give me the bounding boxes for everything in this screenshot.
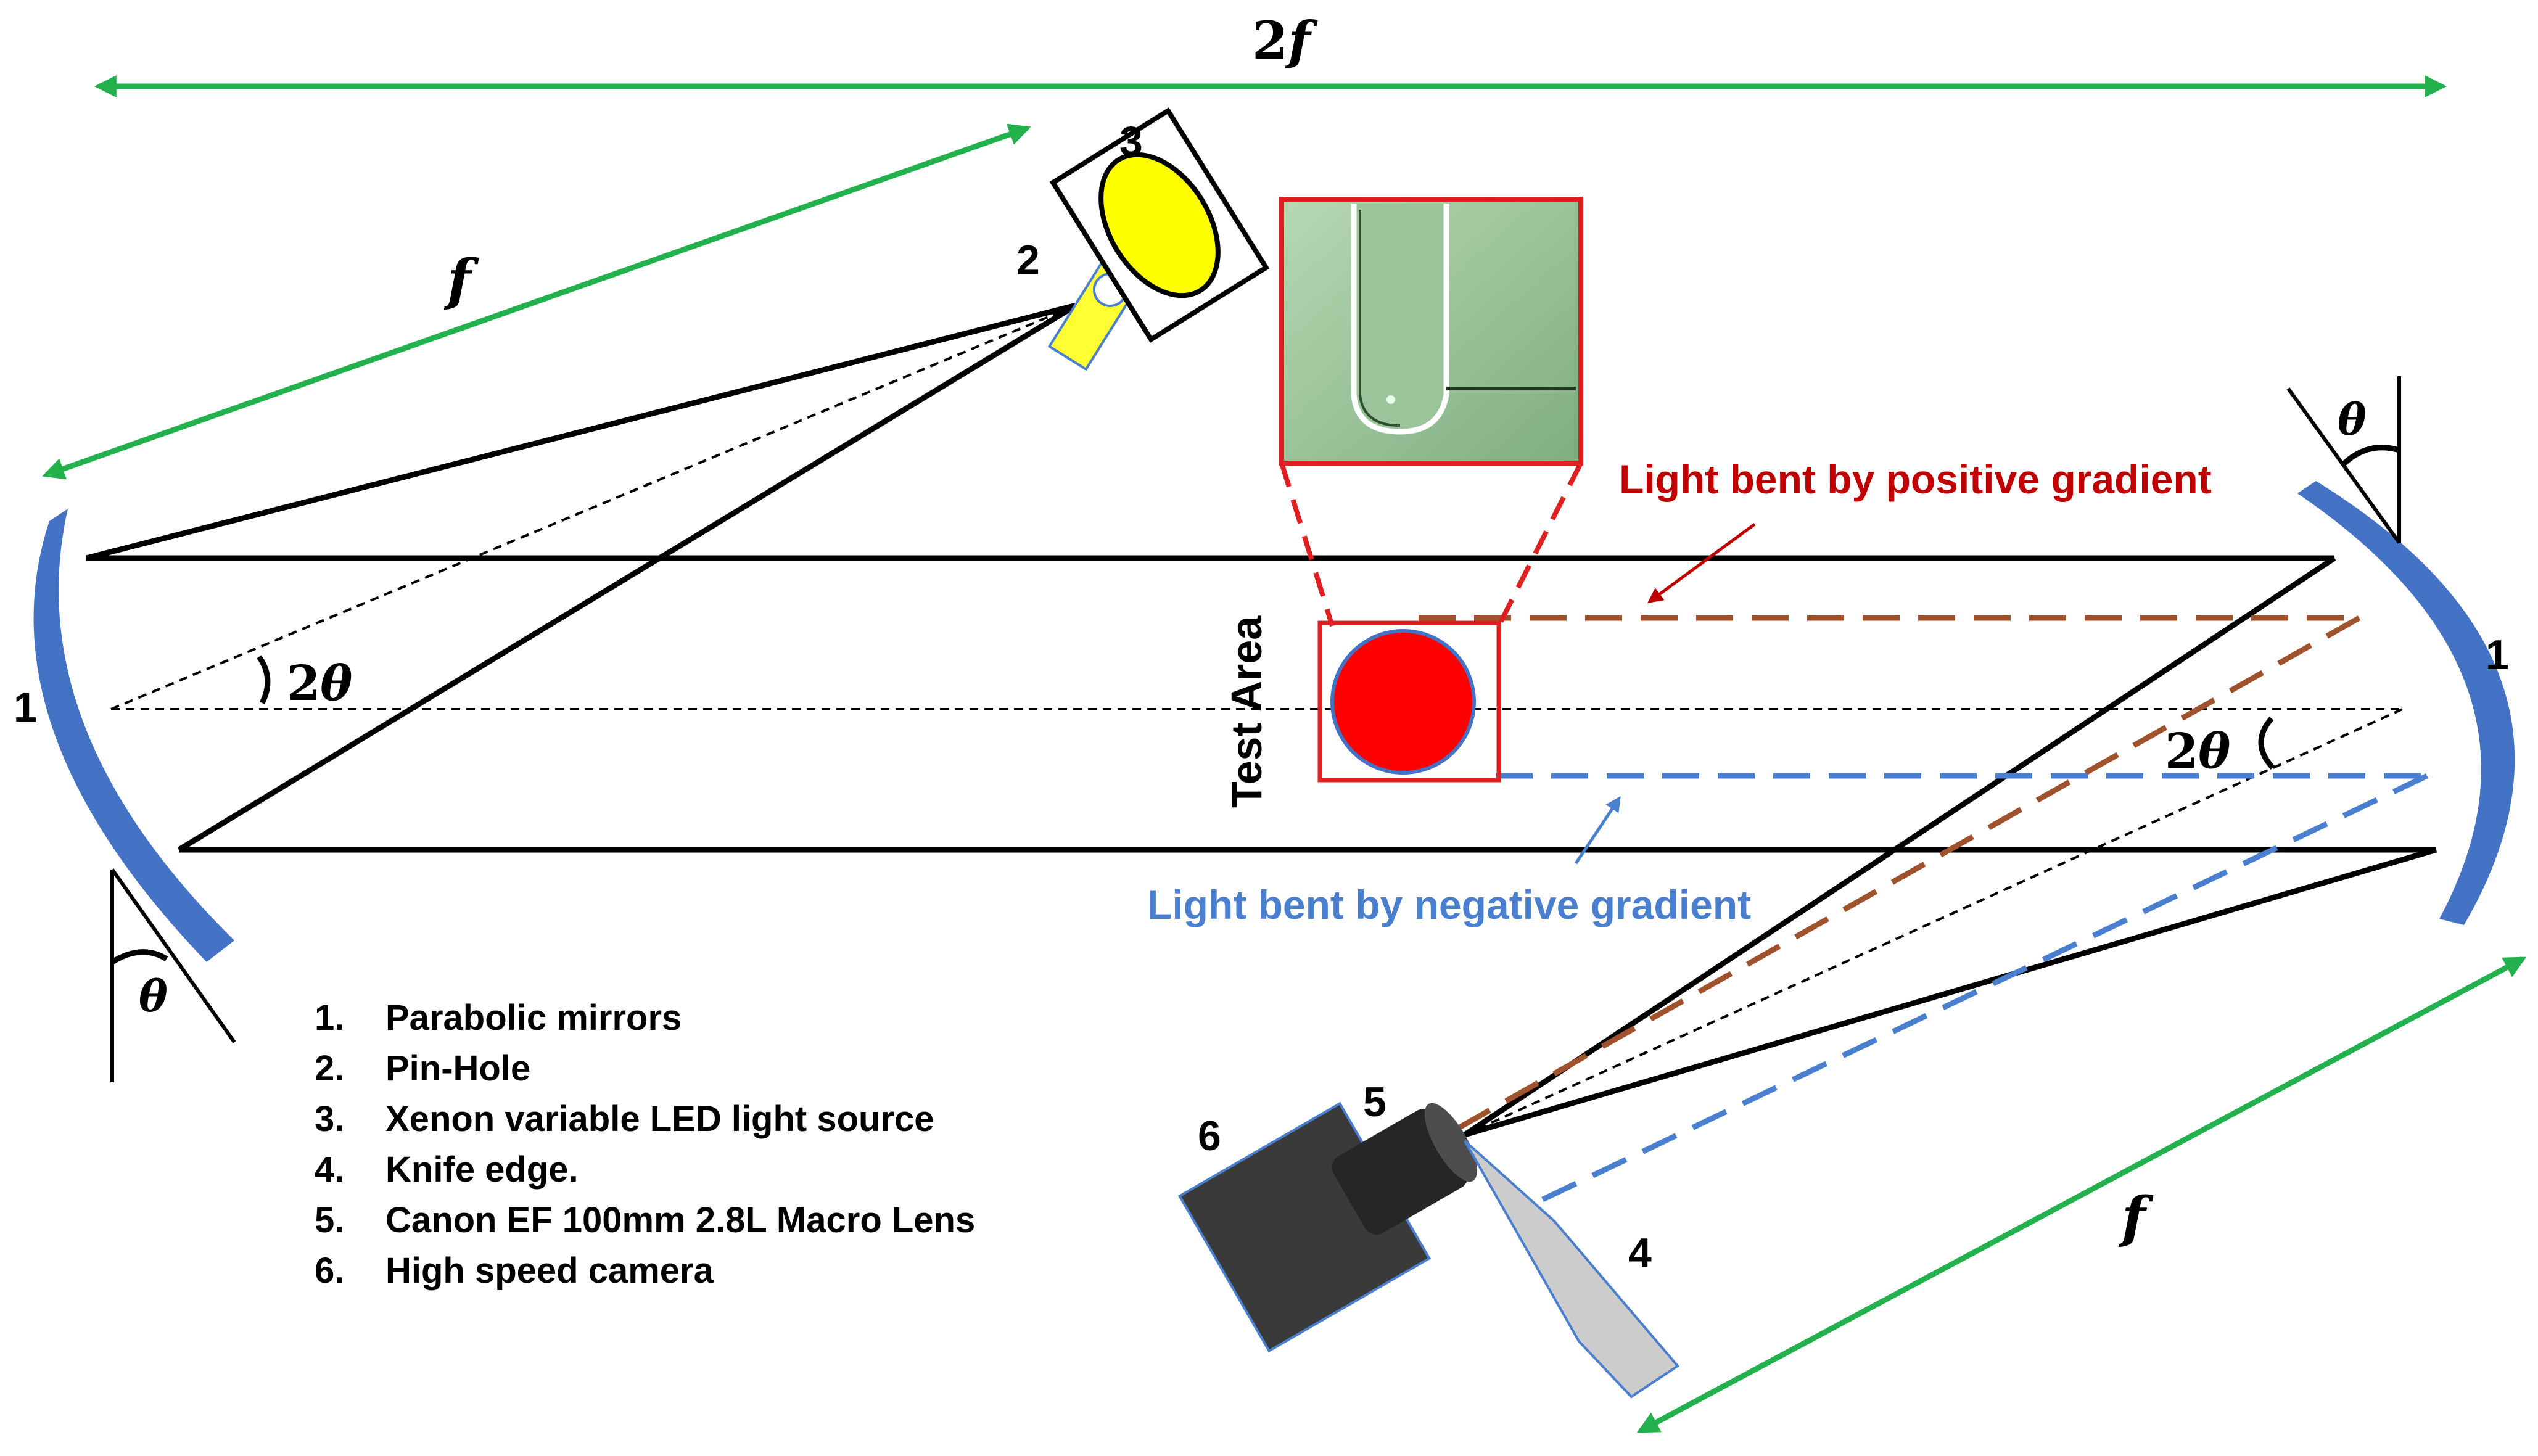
lower-right-dimension-arrow [1636,956,2527,1433]
legend-num-1: 1. [315,998,344,1038]
camera-ray-top [1463,556,2336,1137]
label-knife-edge: 4 [1628,1230,1652,1277]
upper-left-span-label: f [443,247,479,313]
left-parabolic-mirror [33,509,234,962]
label-pinhole: 2 [1016,237,1040,284]
left-2theta-label: 2θ [287,656,352,712]
top-span-label: 2f [1252,10,1318,71]
right-theta-arc [2341,445,2400,466]
right-theta-label: θ [2338,394,2367,445]
legend: 1. Parabolic mirrors 2. Pin-Hole 3. Xeno… [315,998,975,1291]
test-object [1330,629,1476,775]
positive-gradient-annotation: Light bent by positive gradient [1619,456,2212,502]
legend-num-5: 5. [315,1200,344,1240]
camera-ray-bottom [1464,847,2437,1138]
source-ray-top [85,302,1077,561]
right-2theta-label: 2θ [2165,723,2230,779]
legend-num-2: 2. [315,1048,344,1088]
source-axis [110,304,1077,710]
label-right-mirror: 1 [2486,631,2509,678]
inset-magnified-view [1279,197,1583,466]
lower-right-span-label: f [2118,1185,2154,1250]
positive-annotation-pointer [1647,522,1756,603]
left-2theta-arc [257,655,271,705]
right-2theta-arc [2258,717,2275,770]
optical-axes [110,304,2403,1136]
test-area-box [1317,620,1501,783]
source-ray-bottom [177,303,1078,852]
legend-text-1: Parabolic mirrors [385,998,682,1038]
label-left-mirror: 1 [14,684,37,731]
negative-annotation-pointer [1574,796,1621,865]
legend-text-4: Knife edge. [385,1150,579,1190]
camera-lens [1332,1103,1477,1235]
negative-ray-to-knife [1522,773,2428,1212]
lens-front [1424,1103,1477,1182]
inset-droplet [1386,395,1395,404]
legend-num-4: 4. [315,1150,344,1190]
label-camera: 6 [1198,1113,1221,1159]
inset-connectors [1279,462,1583,627]
light-source [1049,107,1270,343]
right-parabolic-mirror [2297,481,2515,925]
inset-tube [1351,204,1449,435]
angle-guides [110,376,2401,1082]
negative-gradient-rays [1496,773,2428,1212]
legend-text-3: Xenon variable LED light source [385,1099,934,1139]
legend-text-2: Pin-Hole [385,1048,530,1088]
label-light-source: 3 [1119,118,1143,165]
legend-num-6: 6. [315,1251,344,1291]
label-lens: 5 [1363,1079,1386,1125]
test-area-label: Test Area [1222,615,1271,808]
left-theta-label: θ [139,971,168,1022]
positive-ray-to-camera [1423,615,2361,1150]
legend-text-6: High speed camera [385,1251,714,1291]
left-theta-arc [110,949,168,964]
negative-gradient-annotation: Light bent by negative gradient [1147,882,1751,927]
legend-text-5: Canon EF 100mm 2.8L Macro Lens [385,1200,975,1240]
upper-left-dimension-arrow [42,123,1031,480]
optical-rays [85,302,2437,1138]
inset-tube-shadow [1359,210,1401,427]
led-lamp [1098,152,1221,298]
positive-gradient-rays [1419,615,2361,1150]
knife-edge [1464,1140,1679,1399]
legend-num-3: 3. [315,1099,344,1139]
